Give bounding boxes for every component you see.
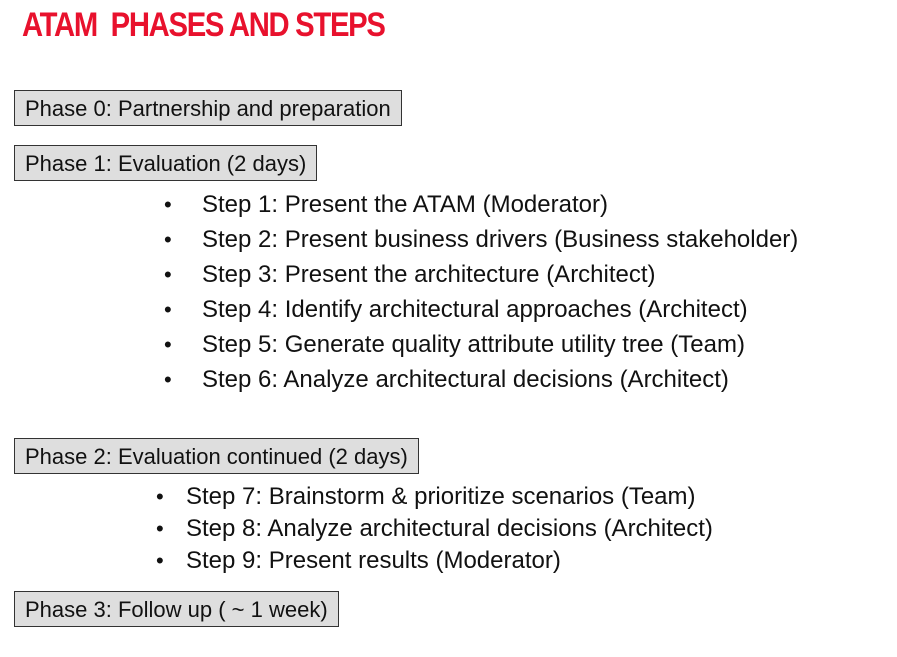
step-item: • Step 9: Present results (Moderator) — [156, 545, 713, 577]
phase-1-step-list: • Step 1: Present the ATAM (Moderator) • S… — [164, 187, 799, 397]
step-text: Step 4: Identify architectural approache… — [202, 296, 748, 323]
step-text: Step 6: Analyze architectural decisions … — [202, 366, 729, 393]
bullet-icon: • — [164, 367, 172, 392]
step-item: • Step 1: Present the ATAM (Moderator) — [164, 187, 798, 222]
step-item: • Step 3: Present the architecture (Archi… — [164, 257, 798, 292]
bullet-icon: • — [156, 484, 164, 509]
step-text: Step 2: Present business drivers (Busine… — [202, 226, 799, 253]
bullet-icon: • — [164, 297, 172, 322]
bullet-icon: • — [164, 227, 172, 252]
slide-title: ATAM PHASES AND STEPS — [22, 6, 386, 44]
step-text: Step 1: Present the ATAM (Moderator) — [202, 191, 608, 218]
step-text: Step 8: Analyze architectural decisions … — [186, 515, 713, 542]
step-text: Step 5: Generate quality attribute utili… — [202, 331, 745, 358]
bullet-icon: • — [156, 516, 164, 541]
phase-1-box: Phase 1: Evaluation (2 days) — [14, 145, 318, 181]
bullet-icon: • — [164, 332, 172, 357]
step-text: Step 7: Brainstorm & prioritize scenario… — [186, 483, 696, 510]
bullet-icon: • — [164, 192, 172, 217]
step-item: • Step 7: Brainstorm & prioritize scenari… — [156, 481, 713, 513]
step-text: Step 3: Present the architecture (Archit… — [202, 261, 656, 288]
phase-2-step-list: • Step 7: Brainstorm & prioritize scenari… — [156, 481, 713, 577]
bullet-icon: • — [164, 262, 172, 287]
phase-0-box: Phase 0: Partnership and preparation — [14, 90, 402, 126]
step-item: • Step 8: Analyze architectural decisions… — [156, 513, 713, 545]
step-item: • Step 2: Present business drivers (Busin… — [164, 222, 799, 257]
phase-3-box: Phase 3: Follow up ( ~ 1 week) — [14, 591, 339, 627]
step-item: • Step 5: Generate quality attribute util… — [164, 327, 798, 362]
step-text: Step 9: Present results (Moderator) — [186, 547, 561, 574]
step-item: • Step 4: Identify architectural approach… — [164, 292, 798, 327]
step-item: • Step 6: Analyze architectural decisions… — [164, 362, 798, 397]
bullet-icon: • — [156, 548, 164, 573]
phase-2-box: Phase 2: Evaluation continued (2 days) — [14, 438, 419, 474]
